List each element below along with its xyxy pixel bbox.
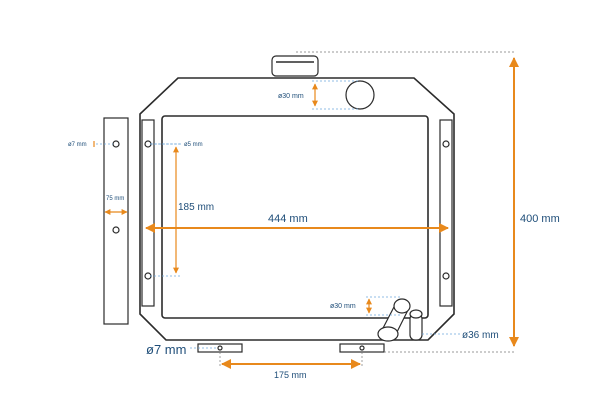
bottom-spacing-label: 175 mm xyxy=(274,370,307,380)
filler-neck-label: ø30 mm xyxy=(278,93,304,100)
radiator-core xyxy=(161,115,429,319)
upper-inlet xyxy=(345,80,375,110)
hole-bracket-label: ø5 mm xyxy=(184,142,203,148)
outlet-large-label: ø36 mm xyxy=(462,330,499,341)
radiator-body xyxy=(139,77,455,341)
bracket-width-label: 75 mm xyxy=(106,196,124,202)
outlet-pipes xyxy=(377,298,423,342)
bracket-hole-top xyxy=(112,140,120,148)
width-label: 444 mm xyxy=(268,213,308,225)
bottom-hole-label: ø7 mm xyxy=(146,342,186,357)
height-label: 400 mm xyxy=(520,213,560,225)
hole-left-label: ø7 mm xyxy=(68,142,87,148)
side-bracket xyxy=(103,117,129,325)
right-rail-hole-top xyxy=(442,140,450,148)
mount-label: 185 mm xyxy=(178,202,214,213)
right-rail xyxy=(439,119,453,307)
bracket-hole-mid xyxy=(112,226,120,234)
filler-cap xyxy=(271,55,319,77)
outlet-pipe-label: ø30 mm xyxy=(330,303,356,310)
right-rail-hole-bottom xyxy=(442,272,450,280)
left-rail xyxy=(141,119,155,307)
